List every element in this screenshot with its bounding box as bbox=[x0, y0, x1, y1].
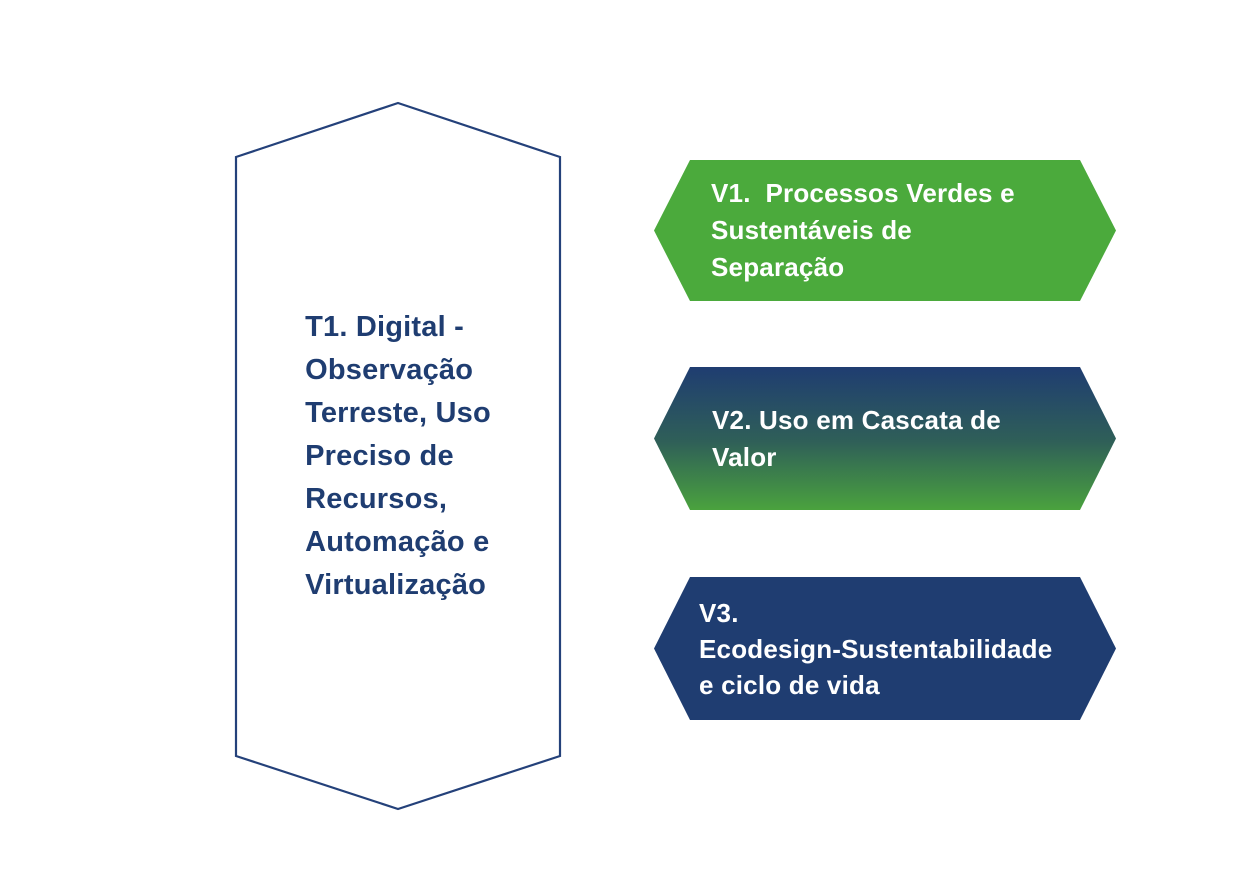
t1-pillar-label: T1. Digital - Observação Terreste, Uso P… bbox=[305, 310, 491, 601]
banner-v2: V2. Uso em Cascata de Valor bbox=[654, 367, 1116, 510]
banner-v1: V1. Processos Verdes e Sustentáveis de S… bbox=[654, 160, 1116, 301]
banner-v2-label: V2. Uso em Cascata de Valor bbox=[712, 404, 1001, 472]
banner-v3: V3. Ecodesign-Sustentabilidade e ciclo d… bbox=[654, 577, 1116, 720]
banner-v3-label: V3. Ecodesign-Sustentabilidade e ciclo d… bbox=[699, 597, 1053, 700]
banner-v1-label: V1. Processos Verdes e Sustentáveis de S… bbox=[711, 178, 1015, 282]
t1-pillar-hexagon-outline bbox=[234, 101, 562, 811]
